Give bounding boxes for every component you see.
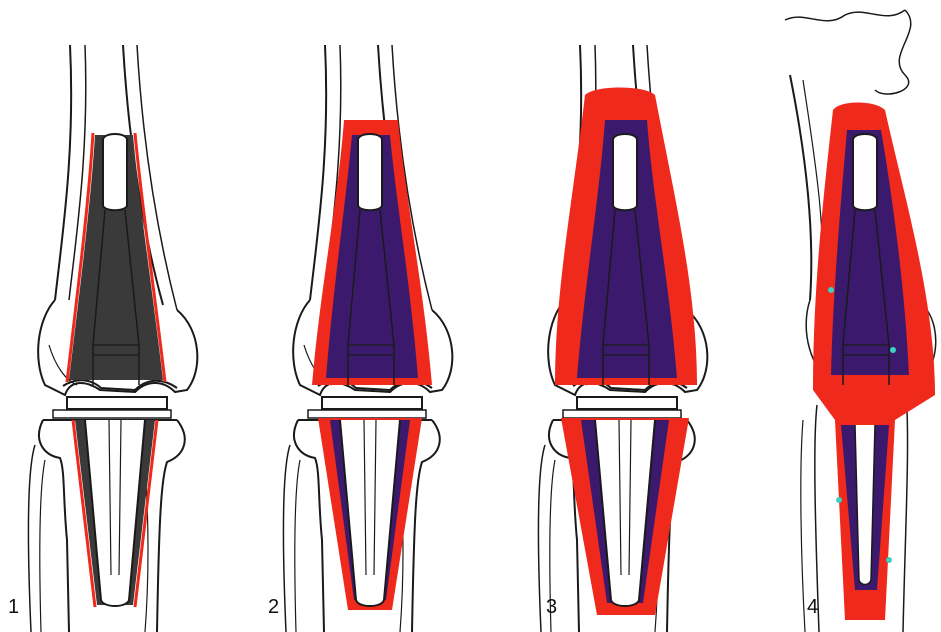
panel-1-knee [28,45,197,632]
panel-4-knee [785,10,936,632]
panel-label-1: 1 [8,596,19,619]
panel-3-knee [538,45,707,632]
panel-label-2: 2 [268,596,279,619]
panel-4-cyan-spot [836,497,842,503]
panel-4-cyan-spot [828,287,834,293]
panel-4-cyan-spot [886,557,892,563]
panel-label-4: 4 [807,596,818,619]
panel-label-3: 3 [546,596,557,619]
panel-4-cyan-spot [890,347,896,353]
panel-2-knee [283,45,452,632]
